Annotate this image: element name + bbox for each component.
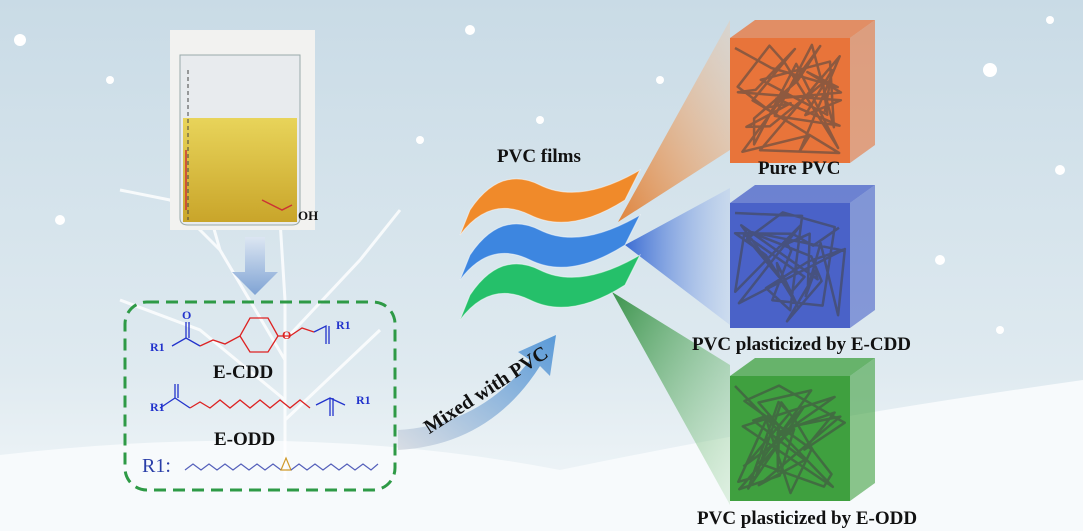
pvc-films-label: PVC films — [497, 146, 581, 167]
pure-pvc-label: Pure PVC — [758, 158, 841, 179]
polymer-chains — [733, 211, 847, 323]
atom-r1: R1 — [150, 400, 165, 414]
pvc-films — [459, 168, 642, 321]
cubes — [730, 20, 875, 501]
beaker-photo — [170, 30, 315, 230]
r1-chain-structure — [184, 456, 379, 471]
snowflakes — [14, 16, 1065, 334]
cube-0 — [730, 20, 875, 163]
cube-2 — [730, 358, 875, 501]
cube-top — [730, 185, 875, 203]
pvc-film-0 — [459, 168, 642, 236]
atom-o: O — [282, 328, 292, 342]
structures-box — [123, 300, 397, 492]
beam-e-cdd — [625, 188, 730, 325]
e-odd-pvc-label: PVC plasticized by E-ODD — [697, 508, 918, 529]
atom-r1: R1 — [356, 393, 371, 407]
oh-label: OH — [298, 208, 319, 223]
atom-o: O — [182, 308, 192, 322]
cube-1 — [730, 185, 875, 328]
e-odd-label: E-ODD — [214, 429, 276, 450]
e-cdd-structure — [171, 317, 330, 353]
polymer-chains — [734, 43, 843, 155]
mixing-arrow — [398, 335, 556, 450]
atom-r1: R1 — [150, 340, 165, 354]
down-arrow — [232, 237, 278, 295]
cube-side — [850, 358, 875, 501]
cube-top — [730, 358, 875, 376]
cube-side — [850, 185, 875, 328]
e-odd-structure — [159, 384, 346, 416]
cube-side — [850, 20, 875, 163]
beam-pure-pvc — [618, 20, 730, 222]
e-cdd-label: E-CDD — [213, 362, 274, 383]
polymer-chains — [734, 384, 846, 495]
cube-top — [730, 20, 875, 38]
r1-label: R1: — [142, 455, 171, 477]
pvc-film-2 — [459, 253, 642, 321]
atom-r1: R1 — [336, 318, 351, 332]
beam-e-odd — [612, 292, 730, 505]
e-cdd-pvc-label: PVC plasticized by E-CDD — [692, 334, 912, 355]
pvc-film-1 — [459, 213, 642, 281]
